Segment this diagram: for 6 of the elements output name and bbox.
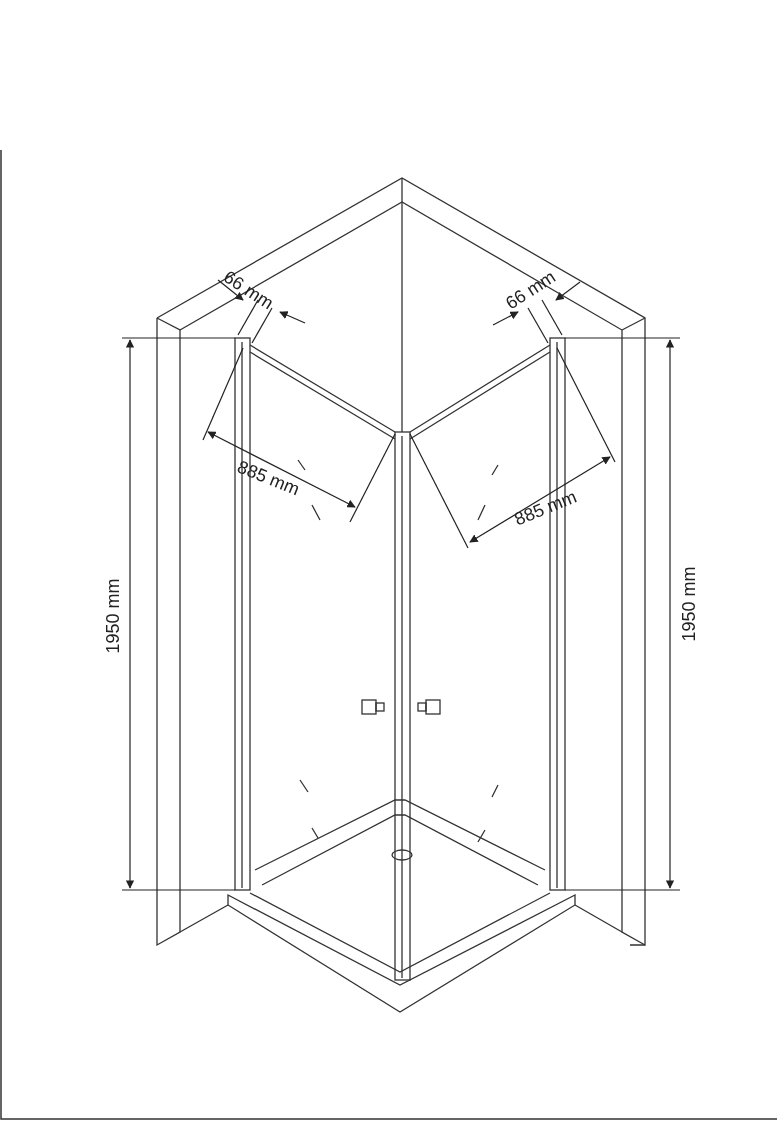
- dimension-label: 885 mm: [234, 456, 302, 500]
- dimension-label: 1950 mm: [678, 566, 698, 642]
- dimension-label: 66 mm: [219, 266, 277, 314]
- dimension-label: 66 mm: [501, 266, 559, 314]
- dimension-label: 1950 mm: [102, 578, 122, 654]
- dimension-label: 885 mm: [511, 486, 579, 530]
